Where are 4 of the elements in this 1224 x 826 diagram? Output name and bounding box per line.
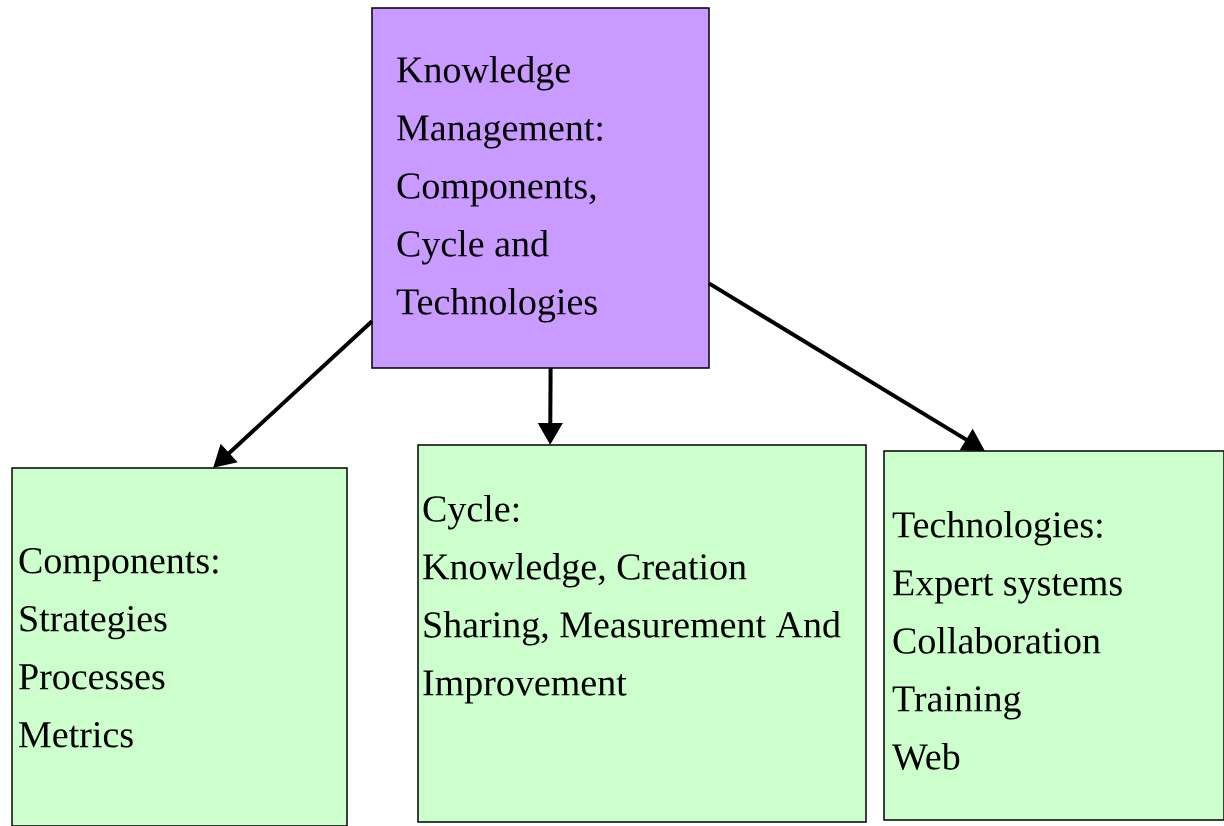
text-box: Knowledge Management: Components, Cycle and Technologies [371,7,710,369]
text-box: Cycle: Knowledge, Creation Sharing, Measurement And Improvement [417,444,867,823]
text-box: Technologies: Expert systems Collaboration Training Web [883,450,1224,821]
text-box: Components: Strategies Processes Metrics [11,467,348,826]
